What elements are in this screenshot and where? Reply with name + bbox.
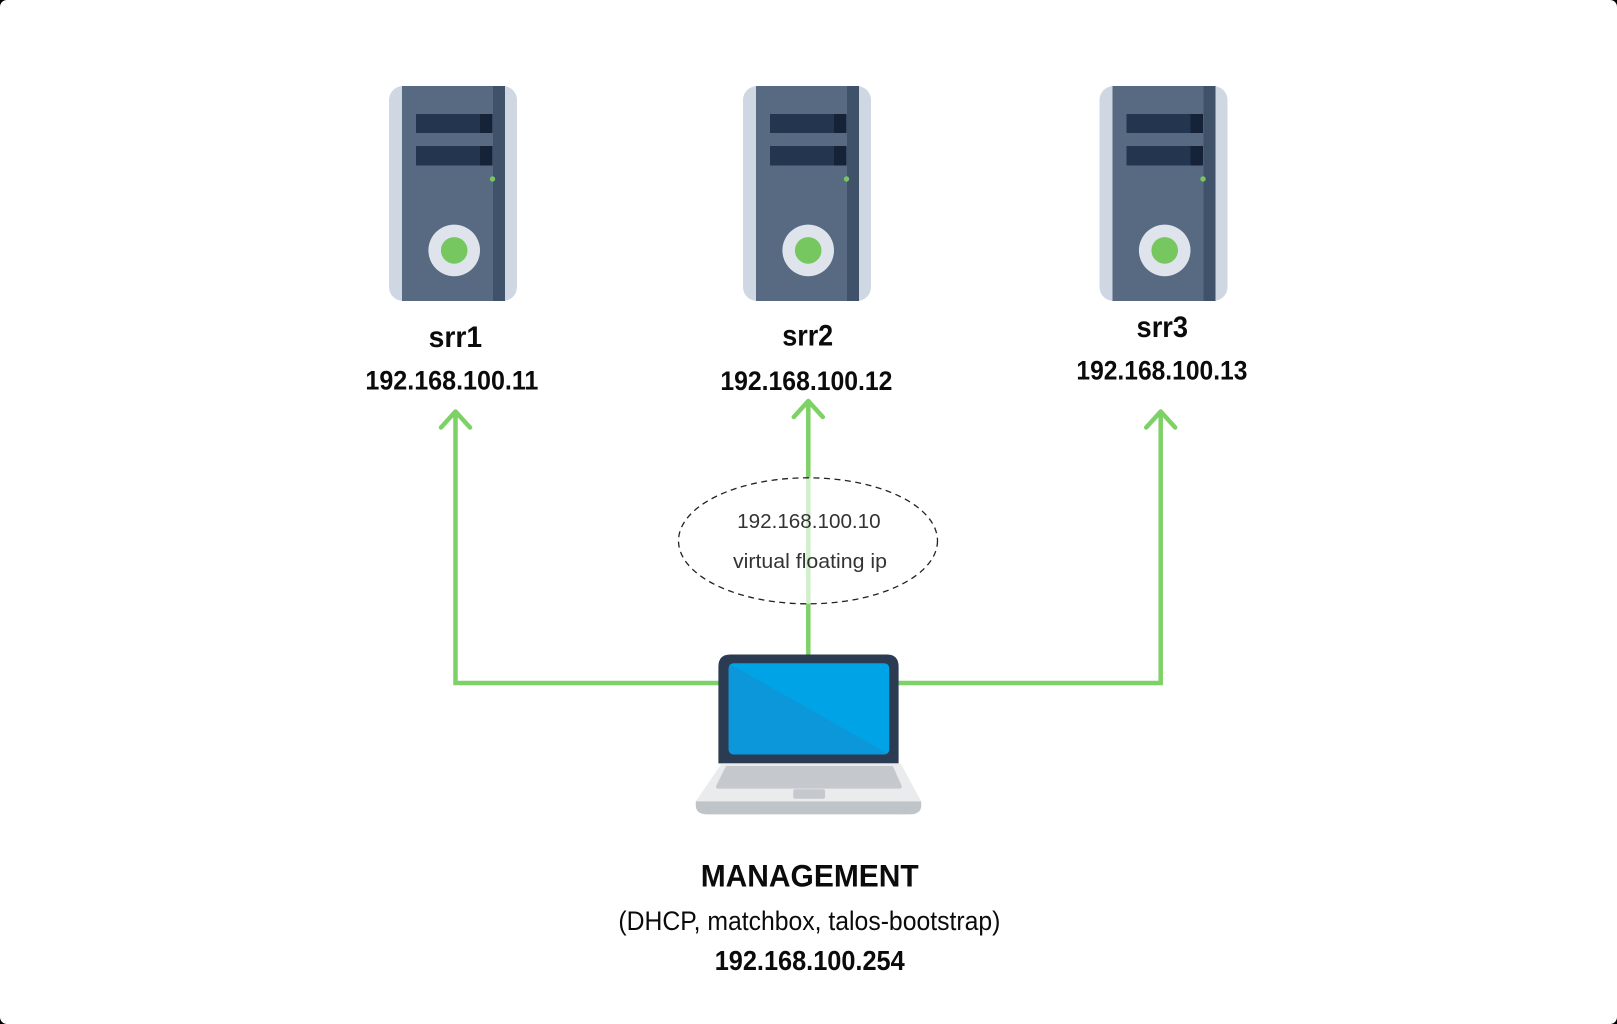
server-ip-srr3: 192.168.100.13 [1076,356,1247,386]
management-ip: 192.168.100.254 [715,945,906,976]
laptop-screen-shade [728,663,890,755]
server-icon-srr3 [1099,86,1228,301]
server-icon-srr2 [743,86,871,301]
laptop-keyboard [716,766,902,789]
laptop-trackpad [793,789,826,799]
floating-ip-address: 192.168.100.10 [737,511,881,533]
server-name-srr1: srr1 [429,321,483,354]
link-line-srr1 [453,412,719,686]
server-name-srr2: srr2 [782,320,833,353]
floating-ip-ellipse [677,477,939,605]
server-name-srr3: srr3 [1137,311,1189,344]
floating-ip-group: 192.168.100.10 virtual floating ip [677,477,939,605]
server-ip-srr1: 192.168.100.11 [365,366,538,396]
laptop-bottom-bar [695,801,922,815]
management-title: MANAGEMENT [701,858,919,894]
server-icon-srr1 [389,86,517,301]
management-services: (DHCP, matchbox, talos-bootstrap) [618,906,1000,936]
server-ip-srr2: 192.168.100.12 [720,366,892,396]
arrowhead-srr2 [791,398,826,420]
arrowhead-srr1 [438,409,473,430]
floating-ip-label: virtual floating ip [733,550,887,573]
arrowhead-srr3 [1143,409,1178,430]
link-line-srr3 [898,412,1163,686]
management-laptop-icon [695,654,922,815]
